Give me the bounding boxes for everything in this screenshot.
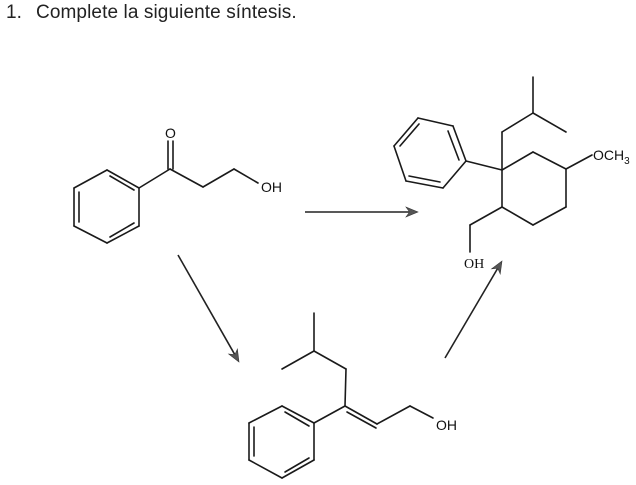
bond-line	[452, 125, 467, 162]
bond-line	[313, 405, 346, 424]
bond-line	[405, 180, 444, 189]
arrow-shaft	[444, 268, 499, 359]
bond-line	[202, 168, 235, 188]
question-heading: 1. Complete la siguiente síntesis.	[6, 2, 297, 24]
bond-line	[344, 405, 378, 425]
question-text: Complete la siguiente síntesis.	[36, 2, 297, 23]
bond-line	[532, 151, 567, 170]
molecule-intermediate: OH	[248, 312, 457, 479]
bond-line	[399, 123, 420, 147]
bond-line	[138, 168, 171, 189]
bond-line	[284, 411, 310, 427]
bond-line	[393, 145, 407, 182]
arrow-head-icon	[405, 206, 419, 218]
bond-line	[465, 160, 503, 171]
bond-line	[313, 350, 347, 370]
bond-line	[109, 175, 135, 191]
bond-line	[344, 368, 347, 407]
bond-line	[501, 112, 534, 133]
bond-line	[248, 459, 283, 479]
arrow-head-icon	[227, 348, 240, 363]
atom-label: OH	[261, 179, 282, 195]
molecule-starting-material: O OH	[73, 125, 282, 244]
atom-label: O	[165, 125, 176, 141]
bond-line	[501, 151, 534, 171]
bond-line	[346, 411, 377, 429]
bond-line	[106, 225, 140, 244]
bond-line	[469, 206, 503, 226]
bond-line	[501, 206, 534, 226]
atom-label: OCH3	[593, 147, 630, 167]
bond-line	[106, 169, 140, 189]
bond-line	[169, 168, 204, 188]
bond-line	[281, 350, 315, 370]
reaction-arrow-intermediate-to-target	[444, 260, 503, 359]
arrow-head-icon	[490, 260, 503, 275]
atom-label: OH	[464, 257, 484, 272]
question-number: 1.	[6, 2, 23, 23]
bond-line	[532, 112, 567, 133]
bond-line	[281, 405, 315, 424]
bond-line	[248, 405, 283, 424]
arrow-shaft	[177, 254, 236, 355]
bond-line	[73, 169, 108, 189]
bond-line	[284, 457, 310, 473]
bond-line	[532, 206, 567, 226]
bond-line	[409, 405, 434, 419]
bond-line	[408, 175, 441, 183]
bond-line	[447, 130, 460, 161]
bond-line	[109, 222, 135, 238]
bond-line	[376, 405, 411, 425]
bond-line	[281, 459, 315, 479]
bond-line	[73, 225, 108, 244]
reaction-arrow-start-to-target	[305, 206, 419, 218]
reaction-arrow-start-to-intermediate	[177, 254, 240, 363]
bond-line	[417, 117, 454, 127]
bond-line	[233, 168, 259, 184]
bond-line	[565, 154, 593, 170]
bond-line	[442, 160, 467, 189]
atom-label: OH	[436, 417, 457, 433]
bond-line	[393, 117, 419, 147]
